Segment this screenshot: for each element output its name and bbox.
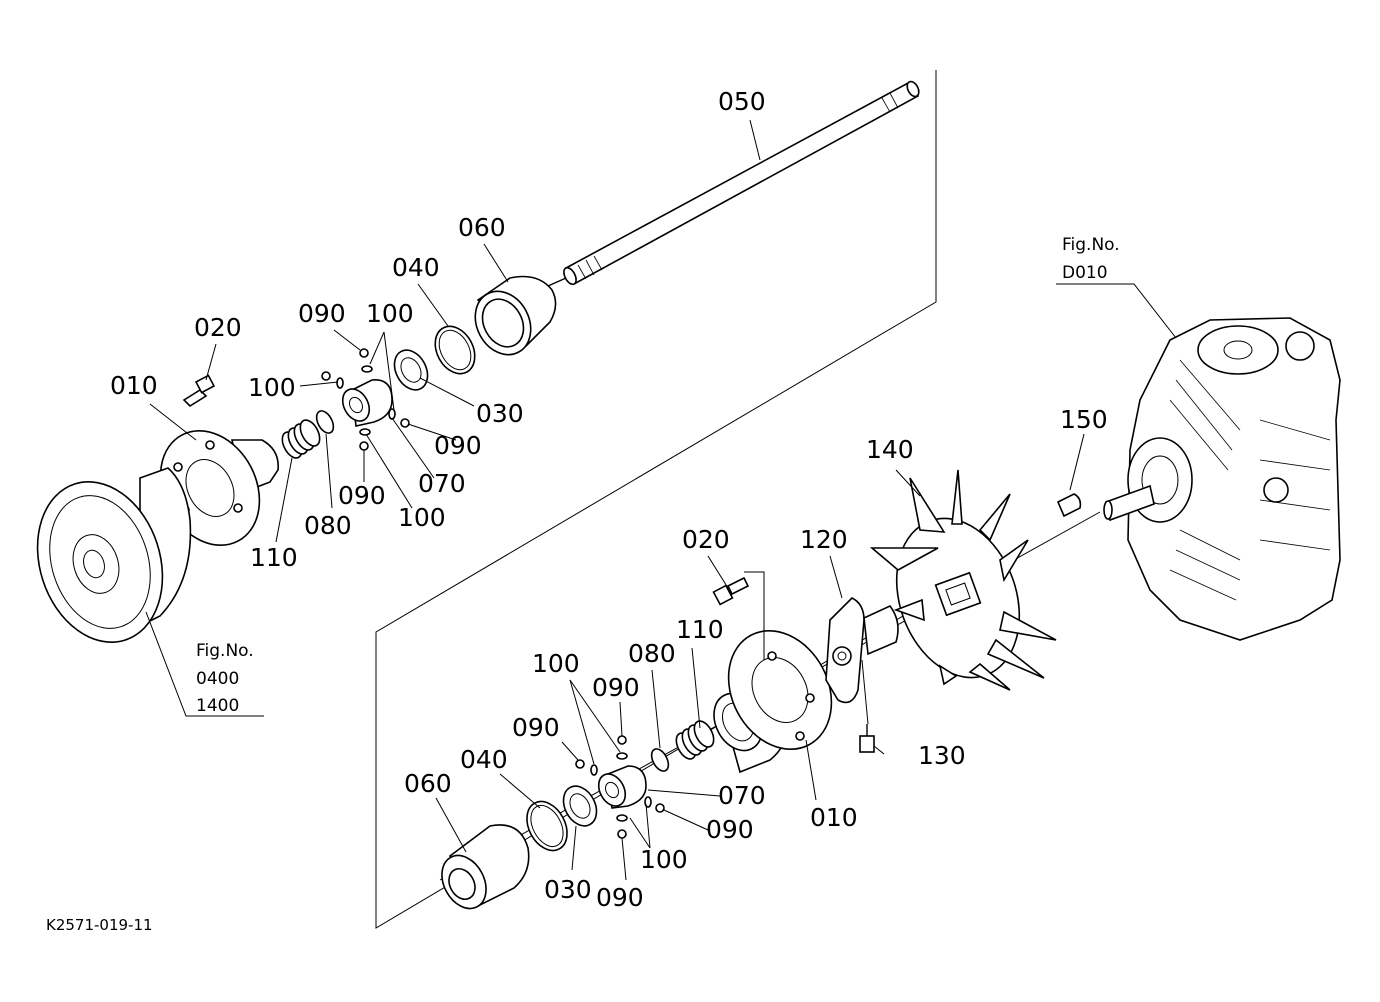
part-110-spring-upper [281,419,321,459]
callout-070-top: 070 [418,469,466,498]
callout-090-bottom-a: 090 [592,673,640,702]
callout-080-bottom: 080 [628,639,676,668]
part-050-shaft [547,80,920,287]
part-030-washer-upper [393,349,429,391]
leader-lines [145,119,1177,881]
callout-010-top: 010 [110,371,158,400]
part-140-fan [869,469,1057,691]
part-060-boot-lower [441,824,530,910]
callout-020-top: 020 [194,313,242,342]
callout-130: 130 [918,741,966,770]
assembly-frame [375,70,937,929]
part-080-ring-lower [650,748,670,772]
callout-100-bottom-b: 100 [640,845,688,874]
callout-090-top-a: 090 [298,299,346,328]
fig-ref-right-label: Fig.No. [1062,235,1120,255]
callout-070-bottom: 070 [718,781,766,810]
callout-080-top: 080 [304,511,352,540]
callout-150: 150 [1060,405,1108,434]
fig-ref-left: Fig.No. 0400 1400 [196,641,254,716]
part-020-bolt-upper [182,374,216,408]
callout-020-bottom: 020 [682,525,730,554]
callout-120: 120 [800,525,848,554]
part-080-ring-upper [315,410,335,434]
callout-090-bottom-d: 090 [596,883,644,912]
callout-110-bottom: 110 [676,615,724,644]
callout-060-top: 060 [458,213,506,242]
callout-110-top: 110 [250,543,298,572]
callout-100-bottom-a: 100 [532,649,580,678]
fig-ref-right-number-1: D010 [1062,263,1108,283]
part-130-bolt [859,724,875,753]
part-030-washer-lower [562,785,598,827]
callout-100-top-c: 100 [398,503,446,532]
part-060-boot-upper [474,275,557,356]
part-150-plug [1056,493,1082,518]
callout-060-bottom: 060 [404,769,452,798]
part-070-collar-lower [597,765,647,809]
fig-ref-right: Fig.No. D010 [1062,235,1120,283]
callout-090-top-b: 090 [434,431,482,460]
part-020-bolt-lower [712,576,750,606]
callout-100-top-a: 100 [366,299,414,328]
fig-ref-left-number-2: 1400 [196,696,239,716]
part-010-flange-lower [713,630,833,774]
callout-labels: 050 060 040 090 100 020 010 100 030 090 … [110,87,1108,912]
callout-090-bottom-c: 090 [706,815,754,844]
callout-030-bottom: 030 [544,875,592,904]
part-090-100-small-parts-upper [321,348,410,451]
callout-090-top-c: 090 [338,481,386,510]
callout-040-top: 040 [392,253,440,282]
callout-100-top-b: 100 [248,373,296,402]
part-040-circlip-upper [434,325,476,375]
callout-050: 050 [718,87,766,116]
callout-040-bottom: 040 [460,745,508,774]
callout-140: 140 [866,435,914,464]
callout-030-top: 030 [476,399,524,428]
pulley-assembly [36,467,192,643]
part-110-spring-lower [675,720,715,760]
drawing-id: K2571-019-11 [46,916,153,934]
part-120-bracket [825,597,899,704]
transmission-case [1103,317,1341,641]
fig-ref-left-number-1: 0400 [196,669,239,689]
callout-090-bottom-b: 090 [512,713,560,742]
part-070-collar-upper [341,379,393,427]
fig-ref-left-label: Fig.No. [196,641,254,661]
callout-010-bottom: 010 [810,803,858,832]
